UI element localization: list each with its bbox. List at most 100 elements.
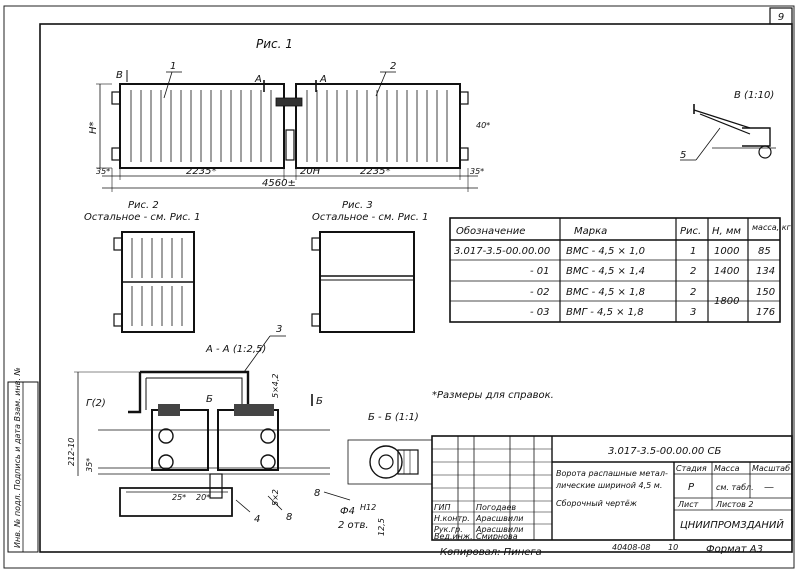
title-person: Погодаев [476,503,516,512]
fig2-note: Остальное - см. Рис. 1 [84,212,201,223]
fig1-hinge-left-top [111,91,121,105]
table-row-mark: ВМС - 4,5 × 1,8 [566,287,645,298]
title-name-3: Сборочный чертёж [556,499,638,508]
fig1-leaf-1 [119,83,285,169]
view-b-title: В (1:10) [734,90,774,101]
section-bb-holes: 2 отв. [338,520,369,531]
fig3-note: Остальное - см. Рис. 1 [312,212,429,223]
footer-num: 10 [668,543,678,552]
table-row-code: - 02 [530,287,550,298]
section-aa-dim-5x4: 5×4,2 [271,373,280,398]
fig1-dim-2235-right: 2235* [360,166,390,177]
title-stage: Р [688,482,695,493]
title-sheets-label: Листов 2 [715,500,754,509]
sheet-number-box [769,7,793,25]
reference-note: *Размеры для справок. [432,390,554,401]
table-row-fig: 2 [690,266,696,277]
title-mass-header: Масса [714,464,740,473]
title-role: Вед.инж. [434,532,473,541]
section-aa-title: А - А (1:2,5) [205,344,266,355]
fig1-callout-2: 2 [390,61,396,72]
section-bb-dim-125: 12,5 [377,518,386,536]
fig1-dim-35-left: 35* [96,167,110,176]
table-row-code: - 03 [530,307,550,318]
fig1-hinge-right-bottom [459,147,469,161]
section-bb-dim-h12: H12 [360,503,376,512]
table-header-mass: масса, кг [752,223,792,232]
fig1-dim-20: 20Н [300,166,321,177]
fig3-gate [319,231,415,333]
section-aa-post-right [217,409,279,471]
side-strip-text: Инв. № подл. Подпись и дата Взам. инв. № [13,367,22,548]
fig1-view-b: В [116,70,123,81]
table-header-code: Обозначение [456,225,525,237]
title-stage-header: Стадия [676,464,707,473]
title-name-1: Ворота распашные метал- [556,469,668,478]
table-row-mass: 85 [758,246,771,257]
fig1-leaf-2-bars [306,90,448,162]
table-row-code: - 01 [530,266,550,277]
fig1-hinge-right-top [459,91,469,105]
title-mass: см. табл. [716,483,754,492]
section-bb-title: Б - Б (1:1) [368,412,419,423]
fig1-latch [275,97,303,107]
section-aa-dim-20: 20* [196,493,210,502]
table-row-mass: 134 [756,266,775,277]
title-role: Н.контр. [434,514,470,523]
section-aa-callout-4: 4 [254,514,260,525]
fig1-section-a-right: А [319,74,327,85]
table-row-mark: ВМС - 4,5 × 1,4 [566,266,645,277]
title-designation: 3.017-3.5-00.00.00 СБ [608,446,721,457]
inner-frame [39,23,793,553]
fig3-title: Рис. 3 [342,200,373,211]
title-scale-header: Масштаб [752,464,790,473]
footer-copied: Копировал: Пинега [440,547,542,558]
section-aa-view-g: Г(2) [86,398,106,409]
table-row-h: 1400 [714,266,739,277]
fig1-dim-total: 4560± [262,178,296,189]
section-aa-callout-3: 3 [276,324,282,335]
title-scale: — [764,482,774,493]
fig1-dim-40: 40* [476,121,490,130]
footer-format: Формат А3 [706,544,763,555]
footer-order: 40408-08 [612,543,651,552]
table-row-mass: 176 [756,307,775,318]
title-person: Арасшвили [475,514,523,523]
table-row-mass: 150 [756,287,775,298]
view-b-callout-5: 5 [680,150,686,161]
title-org: ЦНИИПРОМЗДАНИЙ [680,518,784,531]
section-aa-b-left: Б [206,394,213,405]
outer-frame [3,5,795,569]
fig1-callout-1: 1 [170,61,176,72]
fig1-hinge-left-bottom [111,147,121,161]
title-role: Рук.гр. [434,525,463,534]
title-person: Арасшвили [475,525,523,534]
section-bb-callout-8: 8 [314,488,320,499]
fig2-title: Рис. 2 [128,200,159,211]
table-row-code: 3.017-3.5-00.00.00 [454,246,550,257]
fig1-dim-35-right: 35* [470,167,484,176]
section-aa-dim-25: 25* [172,493,186,502]
table-row-fig: 1 [690,246,696,257]
table-row-mark: ВМГ - 4,5 × 1,8 [566,307,644,318]
title-role: ГИП [434,503,450,512]
table-header-fig: Рис. [680,226,701,237]
title-person: Смирнова [476,532,518,541]
fig1-title: Рис. 1 [256,37,293,51]
table-row-h: 1000 [714,246,739,257]
fig1-leaf-1-bars [130,90,272,162]
section-aa-dim-5x2: 5×2 [271,489,280,506]
title-block-grid [431,435,793,541]
section-aa-dim-35: 35* [85,458,94,472]
fig1-leaf-2 [295,83,461,169]
section-aa-dim-212: 212-10 [67,438,76,466]
section-aa-callout-8: 8 [286,512,292,523]
section-aa-b-right: Б [316,396,323,407]
view-b-roller [758,145,772,159]
table-row-fig: 3 [690,307,696,318]
table-header-mark: Марка [574,226,607,237]
title-sheet-label: Лист [677,500,699,509]
section-bb-pin [369,445,403,479]
table-row-fig: 2 [690,287,696,298]
